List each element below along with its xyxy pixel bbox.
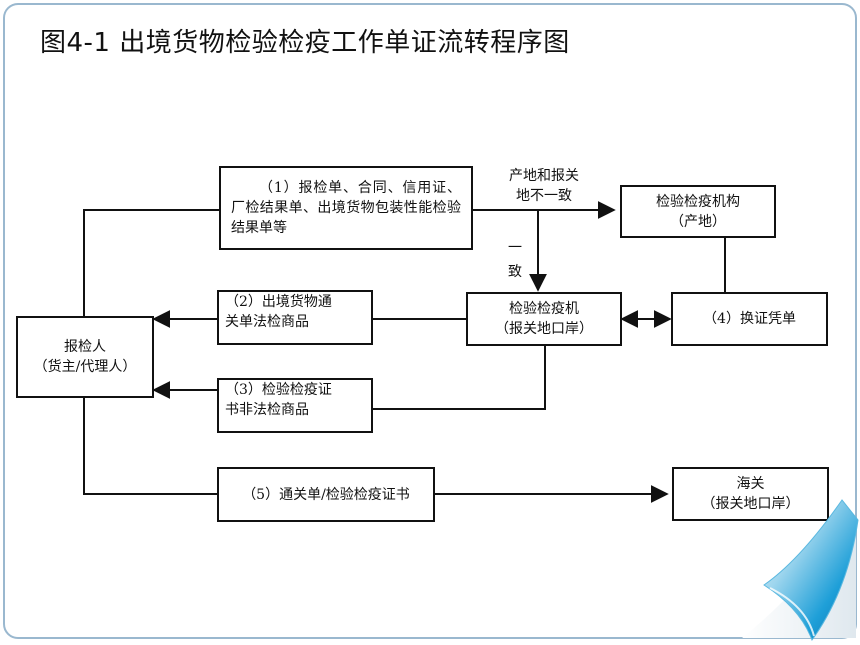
node-doc3: （3）检验检疫证 书非法检商品	[217, 378, 373, 433]
node-applicant-line1: 报检人	[64, 339, 106, 355]
edge-applicant-doc1	[83, 209, 219, 317]
node-origin-agency: 检验检疫机构 （产地）	[620, 185, 776, 238]
node-doc3-line2: 书非法检商品	[225, 402, 309, 418]
page-title: 图4-1 出境货物检验检疫工作单证流转程序图	[40, 28, 570, 58]
edge-label-match: 一 致	[503, 236, 527, 284]
node-origin-line2: （产地）	[670, 213, 726, 230]
node-doc1: （1）报检单、合同、信用证、厂检结果单、出境货物包装性能检验结果单等	[219, 166, 473, 250]
node-doc5: （5）通关单/检验检疫证书	[217, 467, 435, 522]
edge-label-mismatch-line1: 产地和报关	[509, 168, 579, 184]
node-doc2-line2: 关单法检商品	[225, 314, 309, 330]
node-doc3-line1: （3）检验检疫证	[225, 382, 332, 398]
node-customs-line2: （报关地口岸）	[701, 496, 800, 512]
node-doc4: （4）换证凭单	[671, 292, 828, 346]
edge-label-match-line1: 一	[508, 240, 522, 256]
edge-label-match-line2: 致	[508, 264, 522, 280]
edge-label-mismatch-line2: 地不一致	[516, 188, 572, 204]
node-customs: 海关 （报关地口岸）	[672, 467, 829, 521]
node-doc1-text: （1）报检单、合同、信用证、厂检结果单、出境货物包装性能检验结果单等	[231, 180, 461, 236]
node-doc2-line1: （2）出境货物通	[225, 294, 332, 310]
edge-applicant-doc5	[83, 398, 217, 495]
node-port-agency: 检验检疫机 （报关地口岸）	[466, 292, 622, 346]
edge-port-doc3	[373, 346, 546, 410]
node-customs-line1: 海关	[736, 476, 765, 492]
node-port-line1: 检验检疫机	[509, 301, 579, 317]
node-doc4-text: （4）换证凭单	[703, 311, 796, 327]
node-applicant-line2: （货主/代理人）	[33, 359, 137, 375]
edge-label-mismatch: 产地和报关 地不一致	[488, 166, 600, 206]
node-doc2: （2）出境货物通 关单法检商品	[217, 290, 373, 345]
node-doc5-text: （5）通关单/检验检疫证书	[242, 486, 410, 503]
node-port-line2: （报关地口岸）	[495, 321, 593, 337]
node-applicant: 报检人 （货主/代理人）	[16, 316, 154, 398]
node-origin-line1: 检验检疫机构	[656, 193, 740, 210]
